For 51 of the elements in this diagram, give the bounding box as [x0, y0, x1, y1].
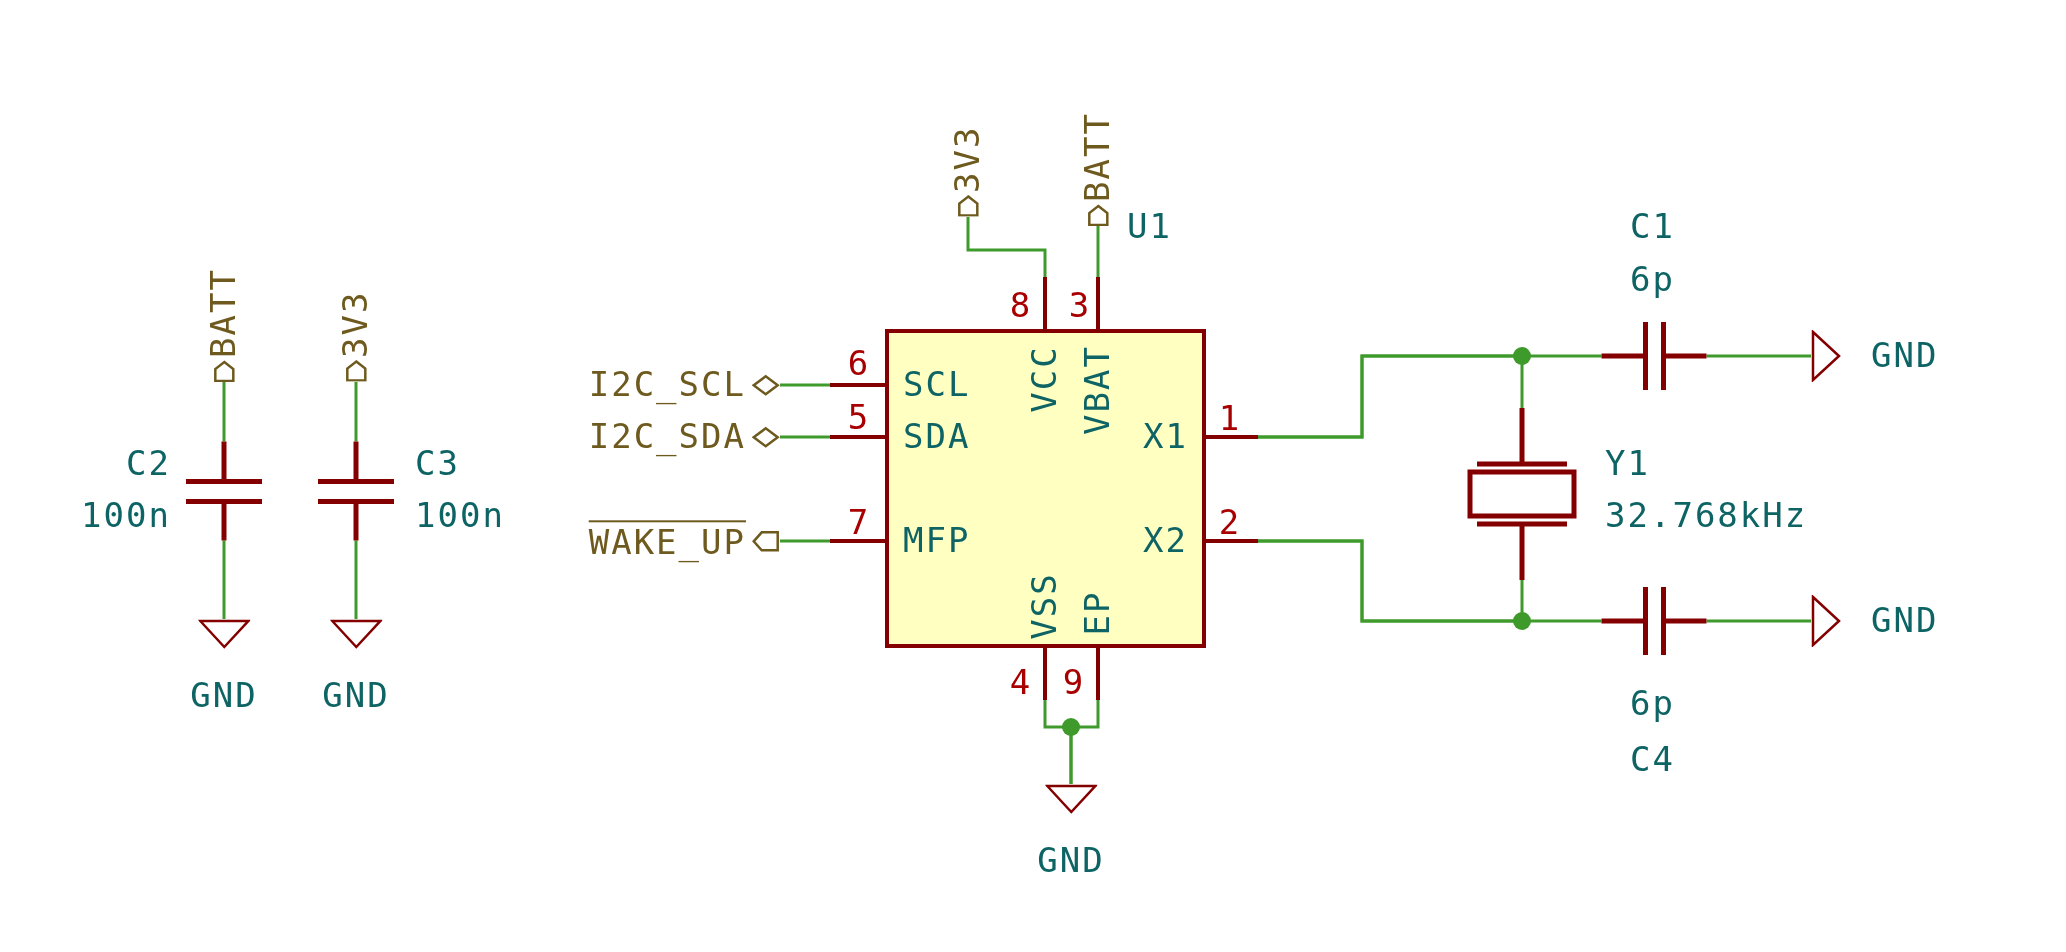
- pin-number: 3: [1068, 287, 1092, 325]
- pin-number: 7: [847, 504, 871, 542]
- wire: [1706, 354, 1811, 358]
- reference-designator: C4: [1630, 741, 1675, 779]
- wire: [354, 382, 358, 442]
- component-value: 100n: [415, 497, 505, 535]
- net-name: GND: [190, 677, 258, 715]
- net-label: I2C_SDA: [588, 418, 746, 456]
- pin-name: VBAT: [1079, 345, 1117, 435]
- pin-name: SCL: [903, 366, 971, 404]
- pin-name: VSS: [1026, 572, 1064, 640]
- wire: [354, 540, 358, 619]
- power-net-label: 3V3: [949, 125, 987, 193]
- net-label: WAKE_UP: [588, 521, 746, 562]
- pin-name: EP: [1079, 590, 1117, 636]
- net-label: I2C_SCL: [588, 366, 746, 404]
- wire: [1706, 619, 1811, 623]
- wire: [222, 540, 226, 619]
- pin-name: MFP: [903, 522, 971, 560]
- component-value: 100n: [81, 497, 171, 535]
- net-name: GND: [1871, 602, 1939, 640]
- pin-number: 5: [847, 399, 871, 437]
- reference-designator: C2: [126, 445, 171, 483]
- pin-number: 8: [1009, 287, 1033, 325]
- pin-number: 4: [1009, 664, 1033, 702]
- pin-number: 9: [1062, 664, 1086, 702]
- pin-name: SDA: [903, 418, 971, 456]
- pin-name: X1: [1143, 418, 1188, 456]
- net-name: GND: [1037, 842, 1105, 880]
- net-name: GND: [322, 677, 390, 715]
- component-value: 6p: [1630, 261, 1675, 299]
- reference-designator: C1: [1630, 208, 1675, 246]
- wire: [222, 382, 226, 442]
- pin-number: 6: [847, 345, 871, 383]
- power-net-label: 3V3: [337, 290, 375, 358]
- pin-number: 1: [1218, 400, 1242, 438]
- component-value: 6p: [1630, 685, 1675, 723]
- ic-body: [885, 329, 1206, 648]
- pin-name: X2: [1143, 522, 1188, 560]
- reference-designator: U1: [1127, 208, 1172, 246]
- pin-number: 2: [1218, 504, 1242, 542]
- capacitor-symbol: [184, 441, 264, 541]
- reference-designator: Y1: [1605, 445, 1650, 483]
- power-net-label: BATT: [1079, 112, 1117, 202]
- reference-designator: C3: [415, 445, 460, 483]
- component-value: 32.768kHz: [1605, 497, 1808, 535]
- power-net-label: BATT: [205, 268, 243, 358]
- pin-name: VCC: [1026, 345, 1064, 413]
- crystal-symbol: [1467, 408, 1577, 580]
- capacitor-symbol: [316, 441, 396, 541]
- net-name: GND: [1871, 337, 1939, 375]
